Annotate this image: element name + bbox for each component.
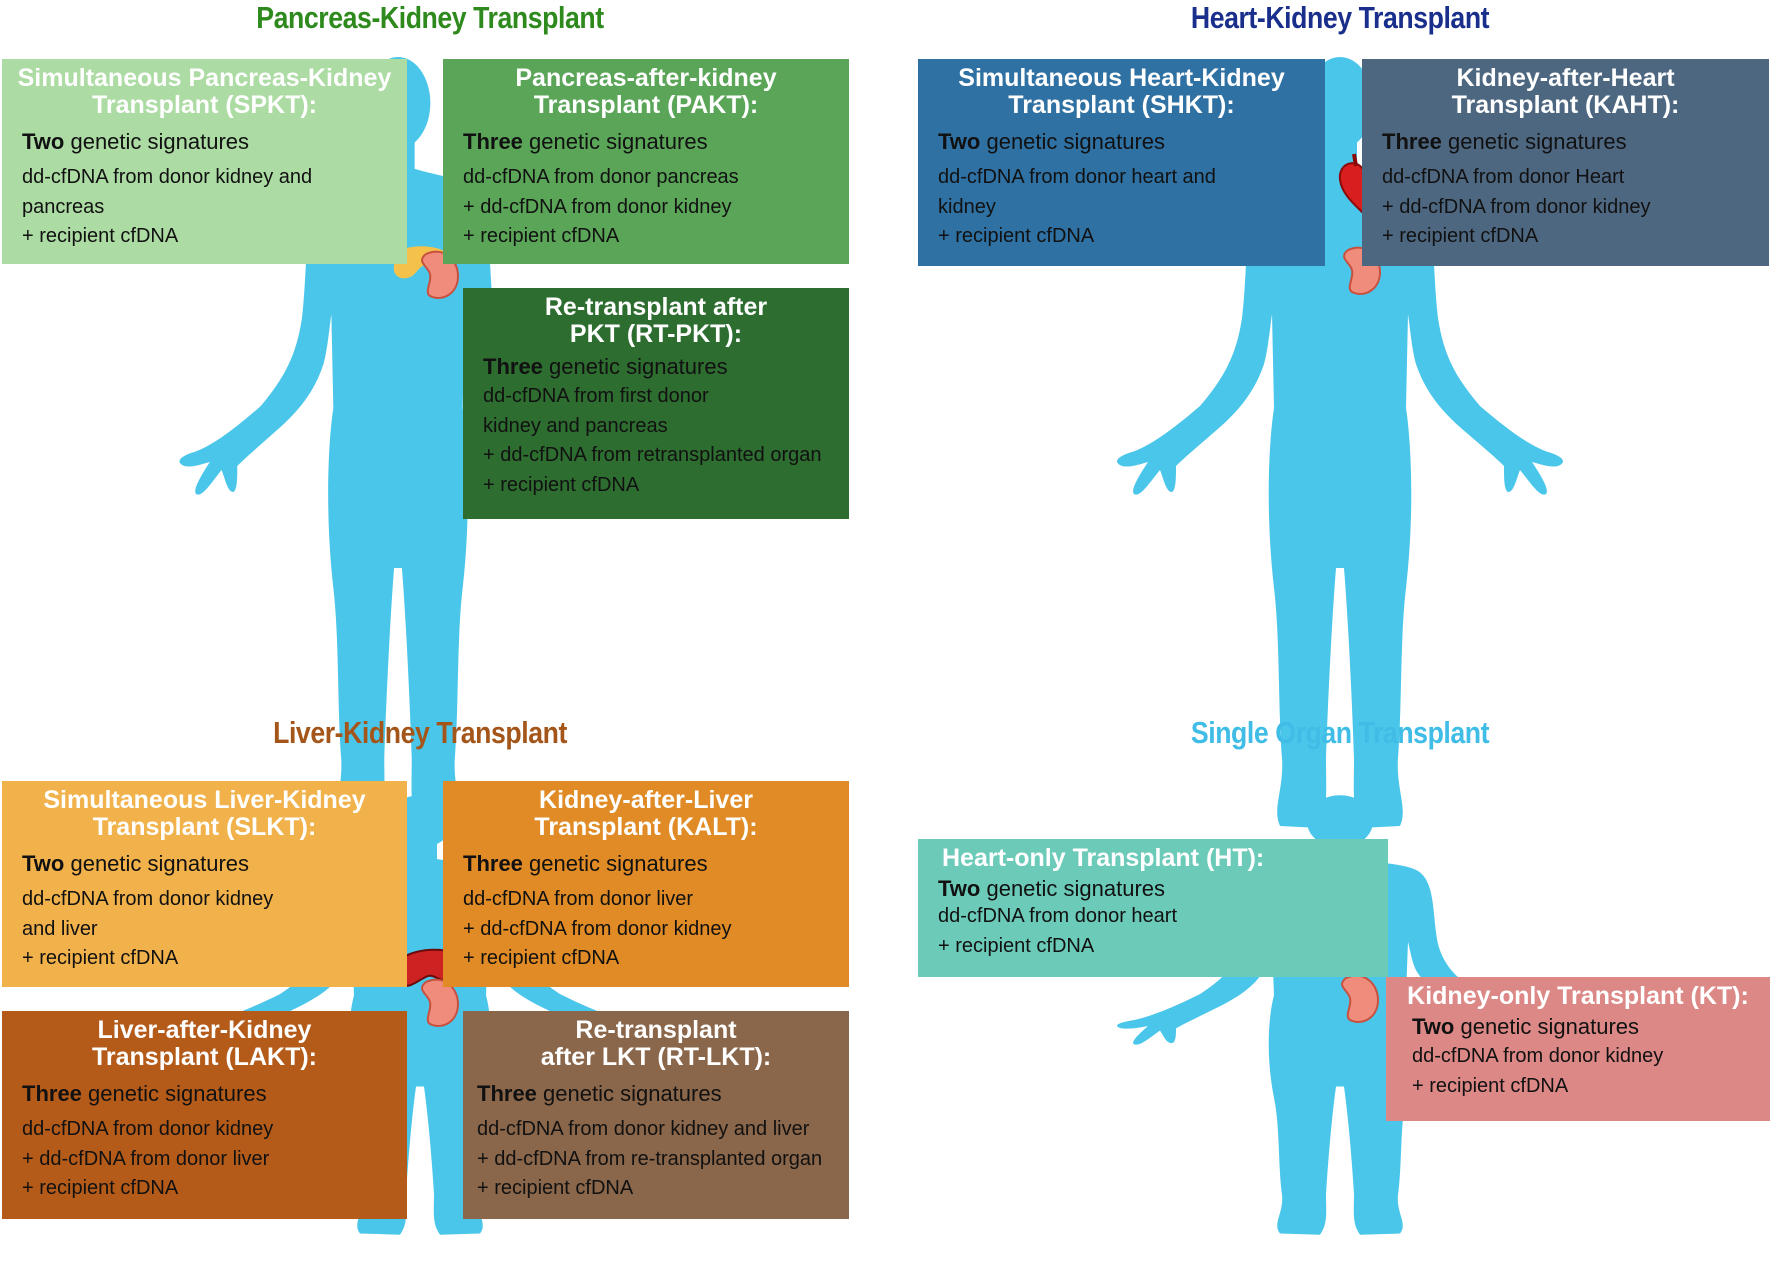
panel-title-so: Single Organ Transplant — [1190, 715, 1490, 750]
box-line: kidney and pancreas — [483, 414, 668, 437]
box-line: + recipient cfDNA — [938, 225, 1095, 247]
box-line: + recipient cfDNA — [477, 1177, 634, 1199]
box-line: dd-cfDNA from donor kidney and liver — [477, 1118, 810, 1140]
box-line: dd-cfDNA from first donor — [483, 385, 709, 407]
box-line: dd-cfDNA from donor kidney — [22, 1118, 274, 1140]
box-line: dd-cfDNA from donor Heart — [1382, 166, 1625, 188]
box-line: + recipient cfDNA — [483, 473, 640, 496]
box-line: dd-cfDNA from donor kidney and — [22, 166, 313, 188]
box-kt: Kidney-only Transplant (KT): Two genetic… — [1386, 977, 1770, 1121]
panel-title-hk: Heart-Kidney Transplant — [1190, 0, 1490, 35]
box-line: + recipient cfDNA — [22, 1177, 179, 1199]
box-line: + dd-cfDNA from donor liver — [22, 1147, 270, 1170]
box-line: + recipient cfDNA — [22, 947, 179, 969]
signature-count: Two genetic signatures — [938, 129, 1166, 154]
box-line: + dd-cfDNA from re-transplanted organ — [477, 1147, 823, 1170]
box-line: + recipient cfDNA — [22, 225, 179, 247]
signature-count: Two genetic signatures — [938, 876, 1166, 901]
box-line: + dd-cfDNA from donor kidney — [463, 917, 732, 940]
box-line: + recipient cfDNA — [938, 934, 1095, 957]
signature-count: Two genetic signatures — [1412, 1014, 1640, 1039]
box-line: dd-cfDNA from donor kidney — [1412, 1045, 1664, 1067]
box-heading: Heart-only Transplant (HT): — [942, 844, 1265, 872]
signature-count: Three genetic signatures — [22, 1081, 267, 1106]
box-line: pancreas — [22, 195, 105, 218]
box-line: dd-cfDNA from donor kidney — [22, 888, 274, 910]
box-ht: Heart-only Transplant (HT): Two genetic … — [918, 839, 1388, 977]
box-line: dd-cfDNA from donor pancreas — [463, 166, 739, 188]
panel-title-pk: Pancreas-Kidney Transplant — [256, 0, 604, 35]
box-line: + dd-cfDNA from donor kidney — [1382, 195, 1651, 218]
signature-count: Two genetic signatures — [22, 851, 250, 876]
box-line: + dd-cfDNA from retransplanted organ — [483, 444, 822, 466]
signature-count: Three genetic signatures — [463, 851, 708, 876]
signature-count: Three genetic signatures — [483, 354, 728, 379]
box-line: dd-cfDNA from donor heart and — [938, 166, 1216, 188]
signature-count: Three genetic signatures — [477, 1081, 722, 1106]
box-line: and liver — [22, 917, 98, 940]
box-line: + recipient cfDNA — [463, 225, 620, 247]
box-heading: Kidney-only Transplant (KT): — [1407, 982, 1749, 1010]
box-line: + recipient cfDNA — [1412, 1074, 1569, 1097]
panel-title-lk: Liver-Kidney Transplant — [273, 715, 567, 750]
signature-count: Three genetic signatures — [1382, 129, 1627, 154]
box-line: dd-cfDNA from donor heart — [938, 905, 1177, 927]
box-line: + recipient cfDNA — [463, 947, 620, 969]
box-line: + recipient cfDNA — [1382, 225, 1539, 247]
signature-count: Two genetic signatures — [22, 129, 250, 154]
box-line: + dd-cfDNA from donor kidney — [463, 195, 732, 218]
box-line: kidney — [938, 195, 996, 218]
signature-count: Three genetic signatures — [463, 129, 708, 154]
box-line: dd-cfDNA from donor liver — [463, 888, 694, 910]
